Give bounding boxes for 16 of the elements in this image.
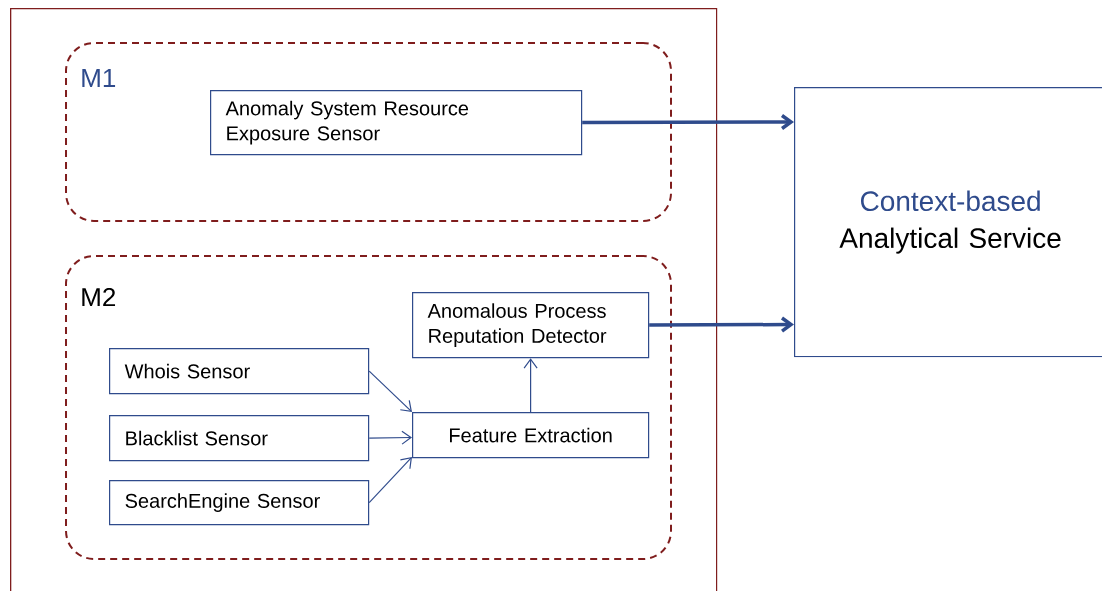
group-label: M2 <box>82 287 116 307</box>
process-box: Anomaly System Resource Exposure Sensor <box>210 90 583 156</box>
arrow <box>368 457 412 504</box>
group-label: M1 <box>82 69 116 87</box>
process-box: Blacklist Sensor <box>109 415 370 462</box>
arrow <box>649 316 794 333</box>
arrow <box>523 358 538 413</box>
process-box: SearchEngine Sensor <box>109 480 370 526</box>
process-box: Whois Sensor <box>109 348 370 395</box>
arrow <box>368 430 412 445</box>
arrow <box>582 114 794 130</box>
process-box: Anomalous Process Reputation Detector <box>412 292 650 359</box>
process-box: Feature Extraction <box>412 412 650 459</box>
service-box: Context-based Analytical Service <box>794 87 1102 358</box>
frame-box <box>10 8 718 591</box>
arrow <box>368 370 412 412</box>
